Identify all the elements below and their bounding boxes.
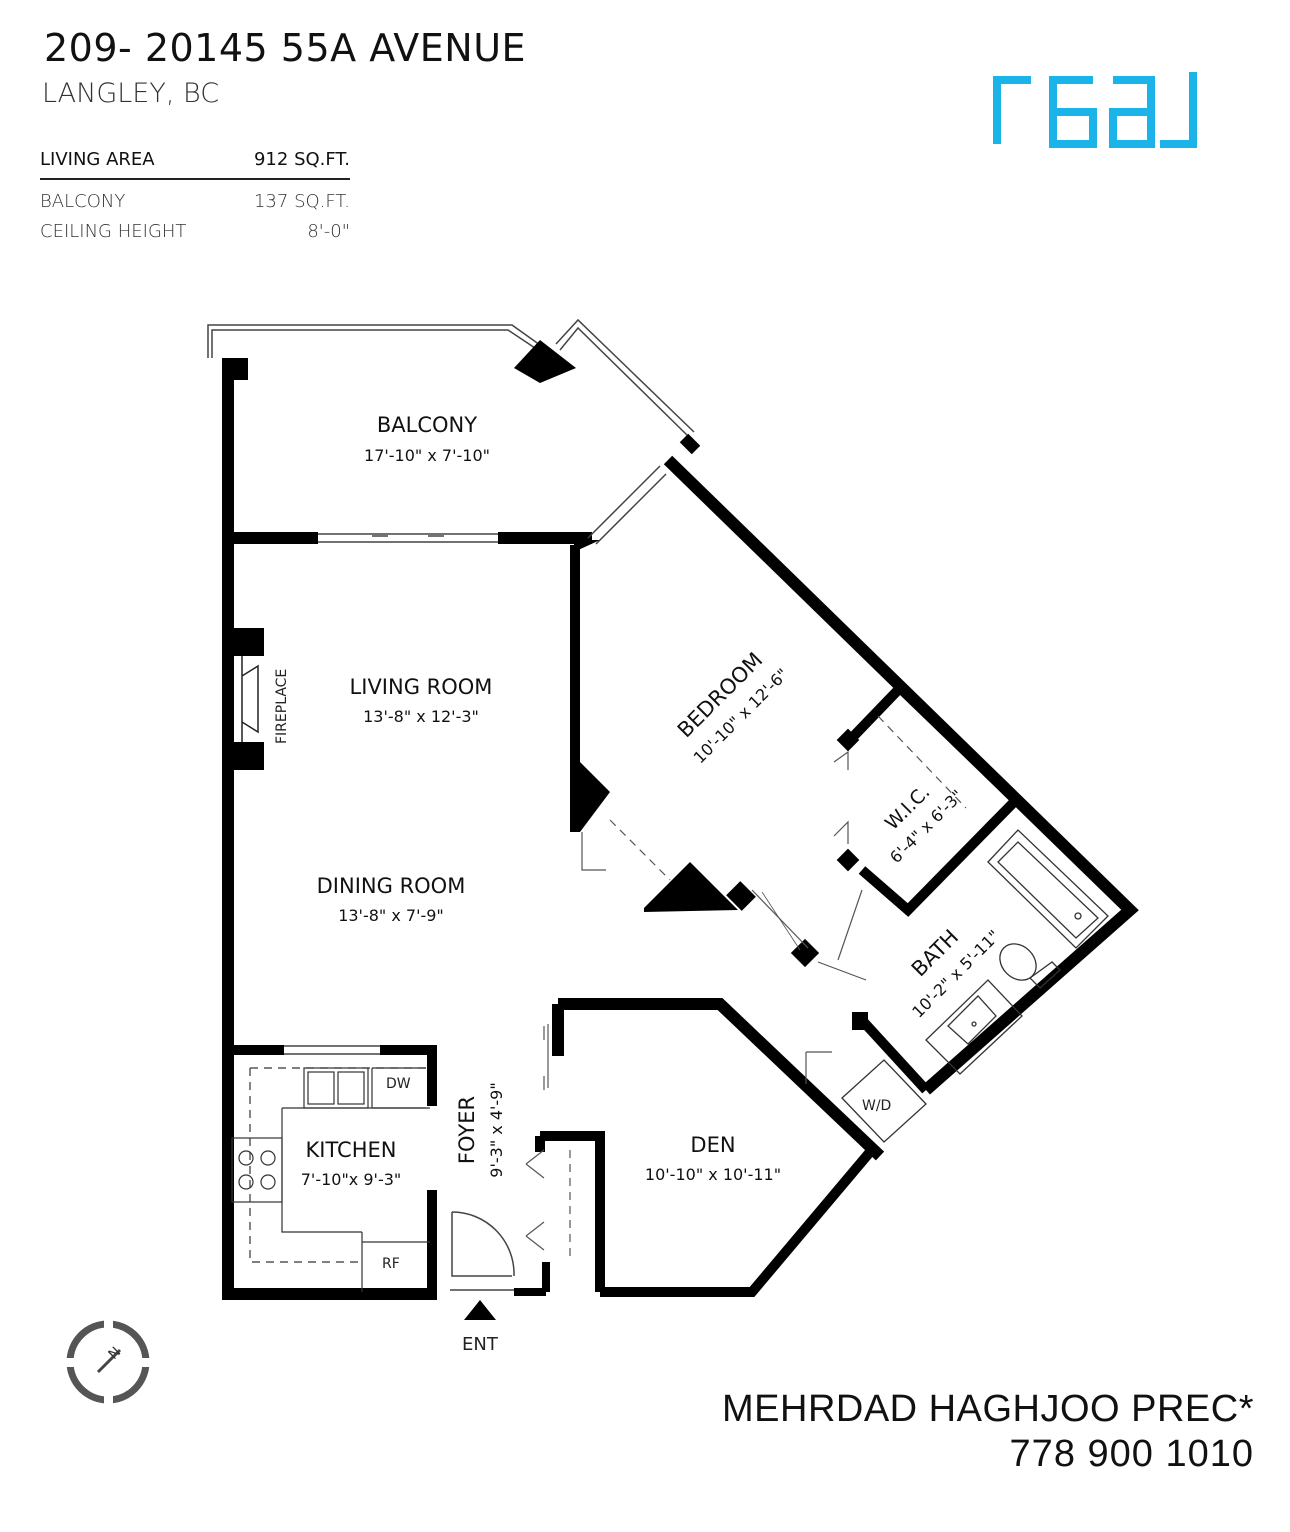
stat-ceiling-height: CEILING HEIGHT 8'-0" — [40, 216, 350, 246]
stat-label: LIVING AREA — [40, 148, 155, 170]
fireplace — [241, 656, 259, 742]
room-labels: BALCONY 17'-10" x 7'-10" LIVING ROOM 13'… — [301, 413, 1004, 1189]
dining-room-dims: 13'-8" x 7'-9" — [338, 906, 444, 925]
stat-balcony: BALCONY 137 SQ.FT. — [40, 186, 350, 216]
stat-value: 912 SQ.FT. — [253, 148, 350, 170]
kitchen-fixtures — [231, 1067, 430, 1292]
foyer-closet — [525, 1149, 571, 1262]
hall-closet — [543, 819, 867, 1090]
fireplace-label: FIREPLACE — [274, 669, 290, 744]
stat-label: BALCONY — [40, 190, 126, 212]
den-dims: 10'-10" x 10'-11" — [645, 1165, 781, 1184]
dishwasher-label: DW — [386, 1076, 411, 1092]
balcony-dims: 17'-10" x 7'-10" — [364, 446, 490, 465]
entry-door — [450, 1211, 515, 1291]
bath-fixtures — [925, 829, 1109, 1075]
balcony-name: BALCONY — [377, 413, 477, 437]
living-room-dims: 13'-8" x 12'-3" — [363, 707, 479, 726]
washer-dryer-label: W/D — [862, 1098, 891, 1114]
wic-details — [833, 715, 967, 844]
brand-logo — [993, 72, 1197, 148]
property-city: LANGLEY, BC — [42, 78, 220, 109]
windows — [284, 465, 667, 1055]
stat-value: 137 SQ.FT. — [253, 190, 350, 212]
stat-value: 8'-0" — [307, 220, 350, 242]
stat-label: CEILING HEIGHT — [40, 220, 187, 242]
balcony-posts — [222, 340, 576, 383]
entry-arrow-icon — [464, 1300, 496, 1320]
foyer-dims: 9'-3" x 4'-9" — [487, 1082, 506, 1177]
property-address: 209- 20145 55A AVENUE — [44, 26, 527, 70]
fridge-label: RF — [382, 1256, 400, 1272]
entry-label: ENT — [462, 1334, 499, 1355]
foyer-name: FOYER — [455, 1096, 479, 1164]
kitchen-name: KITCHEN — [306, 1138, 397, 1162]
agent-phone: 778 900 1010 — [1009, 1433, 1254, 1475]
den-name: DEN — [690, 1133, 735, 1157]
area-stats: LIVING AREA 912 SQ.FT. BALCONY 137 SQ.FT… — [40, 140, 350, 246]
washer-dryer — [841, 1059, 927, 1143]
compass-icon — [66, 1320, 150, 1404]
living-room-name: LIVING ROOM — [350, 675, 493, 699]
kitchen-dims: 7'-10"x 9'-3" — [301, 1170, 402, 1189]
stat-living-area: LIVING AREA 912 SQ.FT. — [40, 140, 350, 180]
walls — [222, 360, 1139, 1300]
agent-contact: MEHRDAD HAGHJOO PREC* 778 900 1010 — [722, 1388, 1254, 1476]
wall-blocks — [234, 540, 868, 1030]
agent-name: MEHRDAD HAGHJOO PREC* — [722, 1388, 1254, 1430]
balcony-railing — [207, 318, 695, 437]
dining-room-name: DINING ROOM — [317, 874, 466, 898]
